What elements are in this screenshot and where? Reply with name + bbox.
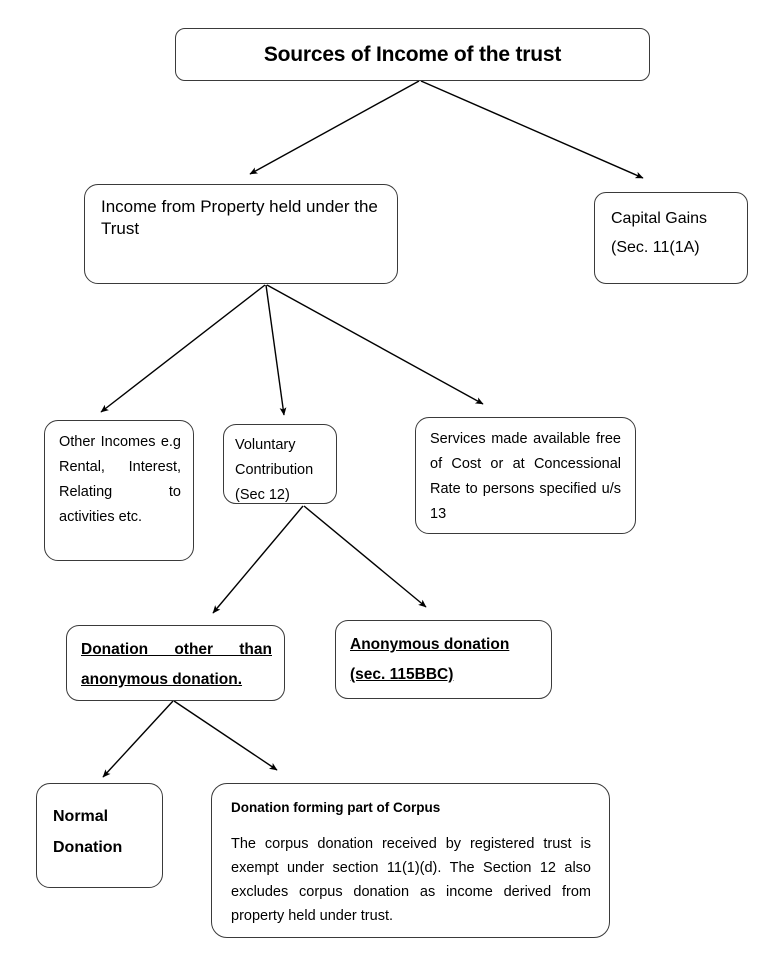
node-normal-donation[interactable]: Normal Donation: [36, 783, 163, 888]
node-income-from-property[interactable]: Income from Property held under the Trus…: [84, 184, 398, 284]
connector-root-to-capital-gains: [420, 80, 644, 179]
node-label: Donation other than anonymous donation.: [81, 641, 272, 688]
connector-donation-other-to-normal: [102, 700, 174, 778]
node-label: Services made available free of Cost or …: [430, 431, 621, 522]
connector-voluntary-to-donation-other: [212, 505, 304, 614]
connector-income-to-voluntary: [265, 284, 287, 416]
node-corpus-donation[interactable]: Donation forming part of Corpus The corp…: [211, 783, 610, 938]
node-capital-gains[interactable]: Capital Gains (Sec. 11(1A): [594, 192, 748, 284]
node-label: Voluntary Contribution (Sec 12): [235, 437, 314, 503]
node-other-incomes[interactable]: Other Incomes e.g Rental, Interest, Rela…: [44, 420, 194, 561]
node-label: Capital Gains (Sec. 11(1A): [611, 210, 708, 256]
node-donation-other-than-anonymous[interactable]: Donation other than anonymous donation.: [66, 625, 285, 701]
connector-income-to-services: [266, 284, 484, 405]
node-sources-of-income[interactable]: Sources of Income of the trust: [175, 28, 650, 81]
node-services-free-of-cost[interactable]: Services made available free of Cost or …: [415, 417, 636, 534]
node-heading: Donation forming part of Corpus: [231, 800, 441, 815]
connector-voluntary-to-anonymous: [303, 505, 427, 608]
node-voluntary-contribution[interactable]: Voluntary Contribution (Sec 12): [223, 424, 337, 504]
node-label: Other Incomes e.g Rental, Interest, Rela…: [59, 434, 181, 525]
node-label: Anonymous donation (sec. 115BBC): [350, 636, 510, 683]
node-body-text: The corpus donation received by register…: [231, 836, 591, 924]
connector-donation-other-to-corpus: [173, 700, 278, 771]
connector-income-to-other-incomes: [100, 284, 266, 413]
node-label: Normal Donation: [53, 808, 123, 856]
node-label: Income from Property held under the Trus…: [101, 197, 378, 238]
node-label: Sources of Income of the trust: [263, 43, 562, 66]
connector-root-to-income: [249, 80, 420, 175]
node-anonymous-donation[interactable]: Anonymous donation (sec. 115BBC): [335, 620, 552, 699]
